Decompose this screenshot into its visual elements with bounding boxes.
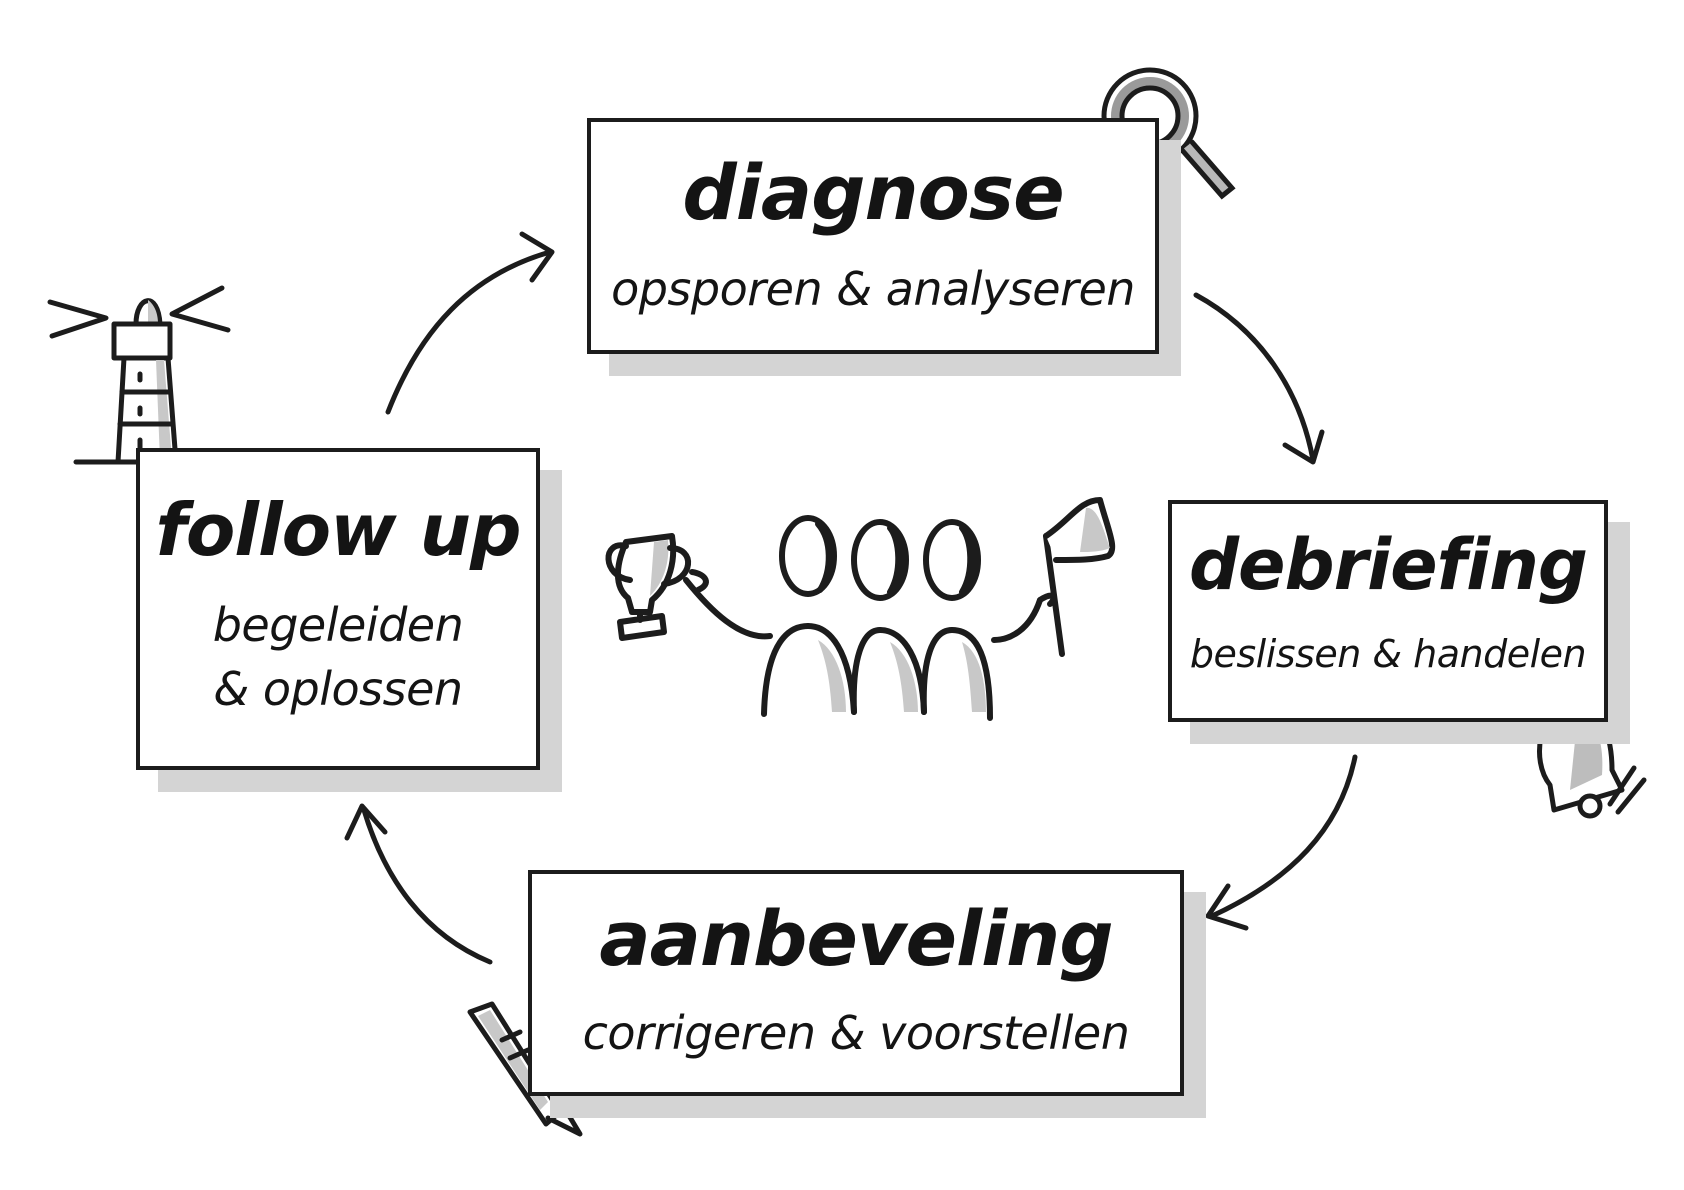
arrow-head-4 [344, 803, 388, 841]
step-title: aanbeveling [599, 894, 1113, 983]
arrow-aanbeveling-to-followup [361, 807, 493, 965]
step-diagnose: diagnose opsporen & analyseren [587, 118, 1181, 376]
box-frame [528, 870, 1184, 1096]
arrow-head-1 [519, 231, 555, 283]
arrow-head-3 [1205, 883, 1249, 931]
box-frame [587, 118, 1159, 354]
step-subtitle-line2: & oplossen [213, 662, 463, 716]
step-subtitle: corrigeren & voorstellen [582, 1006, 1130, 1060]
step-aanbeveling: aanbeveling corrigeren & voorstellen [528, 870, 1206, 1118]
step-follow-up: follow up begeleiden & oplossen [136, 448, 562, 792]
team-celebration-icon [605, 497, 1116, 721]
step-title: follow up [155, 488, 522, 572]
step-title: debriefing [1188, 524, 1588, 606]
arrow-debriefing-to-aanbeveling [1209, 754, 1358, 919]
step-title: diagnose [682, 148, 1064, 237]
step-subtitle: beslissen & handelen [1189, 632, 1587, 676]
arrow-head-2 [1282, 429, 1325, 465]
step-debriefing: debriefing beslissen & handelen [1168, 500, 1630, 744]
step-subtitle: opsporen & analyseren [611, 262, 1135, 316]
step-subtitle-line1: begeleiden [212, 598, 464, 652]
box-frame [136, 448, 540, 770]
arrow-diagnose-to-debriefing [1193, 292, 1316, 463]
box-frame [1168, 500, 1608, 722]
arrow-followup-to-diagnose [385, 249, 553, 415]
